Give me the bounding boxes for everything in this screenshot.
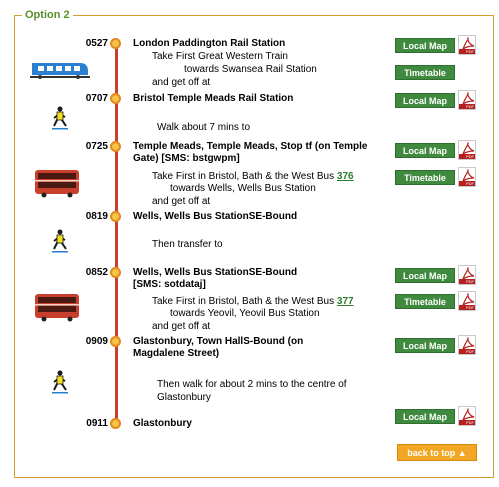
pdf-tag: PDF — [459, 181, 475, 186]
leg-instruction: Walk about 7 mins to — [157, 122, 251, 133]
stop-name: Wells, Wells Bus StationSE-Bound [SMS: s… — [133, 267, 298, 290]
leg-instruction: towards Yeovil, Yeovil Bus Station — [170, 308, 320, 319]
walk-icon — [50, 229, 70, 253]
stop-marker — [110, 267, 121, 278]
local-map-button[interactable]: Local Map — [395, 38, 455, 53]
leg-instruction: and get off at — [152, 321, 211, 332]
stop-name: Wells, Wells Bus StationSE-Bound — [133, 211, 298, 222]
bus-icon — [34, 168, 80, 198]
stop-name: Bristol Temple Meads Rail Station — [133, 93, 294, 104]
leg-instruction: Glastonbury — [157, 392, 211, 403]
leg-instruction: Take First in Bristol, Bath & the West B… — [152, 171, 354, 183]
leg-instruction: Take First Great Western Train — [152, 51, 288, 62]
pdf-tag: PDF — [459, 349, 475, 354]
local-map-button[interactable]: Local Map — [395, 409, 455, 424]
stop-time: 0911 — [86, 418, 108, 429]
pdf-icon[interactable]: PDF — [458, 265, 476, 285]
journey-option-frame — [14, 15, 494, 478]
pdf-icon[interactable]: PDF — [458, 335, 476, 355]
stop-name: London Paddington Rail Station — [133, 38, 286, 49]
back-to-top-button[interactable]: back to top ▲ — [397, 444, 477, 461]
stop-time: 0852 — [85, 267, 108, 278]
pdf-tag: PDF — [459, 305, 475, 310]
leg-instruction: towards Swansea Rail Station — [184, 64, 317, 75]
pdf-tag: PDF — [459, 104, 475, 109]
pdf-tag: PDF — [459, 420, 475, 425]
pdf-tag: PDF — [459, 49, 475, 54]
walk-icon — [50, 106, 70, 130]
back-to-top-label: back to top — [407, 448, 456, 458]
pdf-icon[interactable]: PDF — [458, 140, 476, 160]
leg-instruction: Then walk for about 2 mins to the centre… — [157, 379, 347, 390]
train-icon — [30, 59, 90, 81]
stop-name: Temple Meads, Temple Meads, Stop tf (on … — [133, 141, 368, 164]
timetable-button[interactable]: Timetable — [395, 170, 455, 185]
local-map-button[interactable]: Local Map — [395, 268, 455, 283]
local-map-button[interactable]: Local Map — [395, 143, 455, 158]
route-line — [115, 44, 118, 425]
leg-instruction: and get off at — [152, 77, 211, 88]
timetable-button[interactable]: Timetable — [395, 294, 455, 309]
stop-time: 0819 — [85, 211, 108, 222]
pdf-icon[interactable]: PDF — [458, 291, 476, 311]
pdf-icon[interactable]: PDF — [458, 90, 476, 110]
stop-name: Glastonbury, Town HallS-Bound (on Magdal… — [133, 336, 304, 359]
bus-instruction-text: Take First in Bristol, Bath & the West B… — [152, 296, 337, 307]
stop-marker — [110, 93, 121, 104]
leg-instruction: towards Wells, Wells Bus Station — [170, 183, 316, 194]
pdf-icon[interactable]: PDF — [458, 167, 476, 187]
stop-name: Glastonbury — [133, 418, 192, 429]
stop-marker — [110, 211, 121, 222]
pdf-tag: PDF — [459, 154, 475, 159]
local-map-button[interactable]: Local Map — [395, 338, 455, 353]
pdf-tag: PDF — [459, 279, 475, 284]
stop-time: 0909 — [85, 336, 108, 347]
leg-instruction: Take First in Bristol, Bath & the West B… — [152, 296, 354, 308]
bus-icon — [34, 292, 80, 322]
bus-route-link-377[interactable]: 377 — [336, 296, 354, 307]
local-map-button[interactable]: Local Map — [395, 93, 455, 108]
timetable-button[interactable]: Timetable — [395, 65, 455, 80]
pdf-icon[interactable]: PDF — [458, 35, 476, 55]
stop-time: 0527 — [85, 38, 108, 49]
pdf-icon[interactable]: PDF — [458, 406, 476, 426]
stop-time: 0707 — [85, 93, 108, 104]
option-label: Option 2 — [22, 8, 73, 22]
bus-instruction-text: Take First in Bristol, Bath & the West B… — [152, 171, 337, 182]
walk-icon — [50, 370, 70, 394]
stop-marker — [110, 336, 121, 347]
stop-marker — [110, 141, 121, 152]
arrow-up-icon: ▲ — [457, 448, 467, 458]
leg-instruction: Then transfer to — [152, 239, 223, 250]
stop-marker — [110, 38, 121, 49]
stop-time: 0725 — [85, 141, 108, 152]
bus-route-link-376[interactable]: 376 — [336, 171, 354, 182]
leg-instruction: and get off at — [152, 196, 211, 207]
stop-marker — [110, 418, 121, 429]
